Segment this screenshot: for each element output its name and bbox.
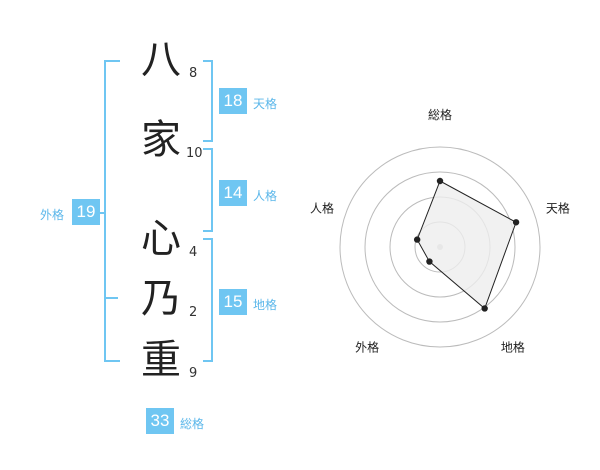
chikaku-label: 地格 xyxy=(253,298,278,312)
jinkaku-label: 人格 xyxy=(253,189,278,203)
gaikaku-label: 外格 xyxy=(40,208,65,222)
name-char-2: 家 xyxy=(141,117,181,163)
chikaku-bracket xyxy=(203,238,213,362)
tenkaku-label: 天格 xyxy=(253,97,278,111)
name-char-5: 重 xyxy=(141,337,181,383)
radar-point-4 xyxy=(426,258,433,265)
radar-point-3 xyxy=(481,305,488,312)
gaikaku-bracket xyxy=(104,60,120,362)
chikaku-value: 15 xyxy=(219,289,247,315)
gaikaku-bracket-connector xyxy=(98,212,106,214)
soukaku-label: 総格 xyxy=(180,417,205,431)
radar-area xyxy=(416,180,517,310)
radar-ring-3 xyxy=(364,171,516,323)
stroke-count-3: 4 xyxy=(189,245,198,260)
name-char-3: 心 xyxy=(141,216,181,262)
name-char-4: 乃 xyxy=(141,276,181,322)
stroke-count-1: 8 xyxy=(189,66,198,81)
radar-axis-label-3: 地格 xyxy=(501,339,525,354)
gaikaku-value: 19 xyxy=(72,199,100,225)
stroke-count-5: 9 xyxy=(189,366,198,381)
radar-axis-label-1: 総格 xyxy=(428,107,452,122)
gaikaku-bracket-tick xyxy=(104,297,118,299)
tenkaku-value: 18 xyxy=(219,88,247,114)
radar-point-2 xyxy=(512,219,520,226)
stroke-count-2: 10 xyxy=(186,146,203,161)
radar-axis-label-5: 人格 xyxy=(310,201,334,216)
jinkaku-bracket xyxy=(203,148,213,232)
radar-axis-label-2: 天格 xyxy=(546,201,570,216)
radar-point-5 xyxy=(413,236,421,243)
radar-ring-4 xyxy=(339,146,541,348)
radar-axis-label-4: 外格 xyxy=(355,339,379,354)
tenkaku-bracket xyxy=(203,60,213,142)
jinkaku-value: 14 xyxy=(219,180,247,206)
soukaku-value: 33 xyxy=(146,408,174,434)
stroke-count-4: 2 xyxy=(189,305,198,320)
radar-point-1 xyxy=(436,177,444,185)
name-char-1: 八 xyxy=(141,37,181,83)
